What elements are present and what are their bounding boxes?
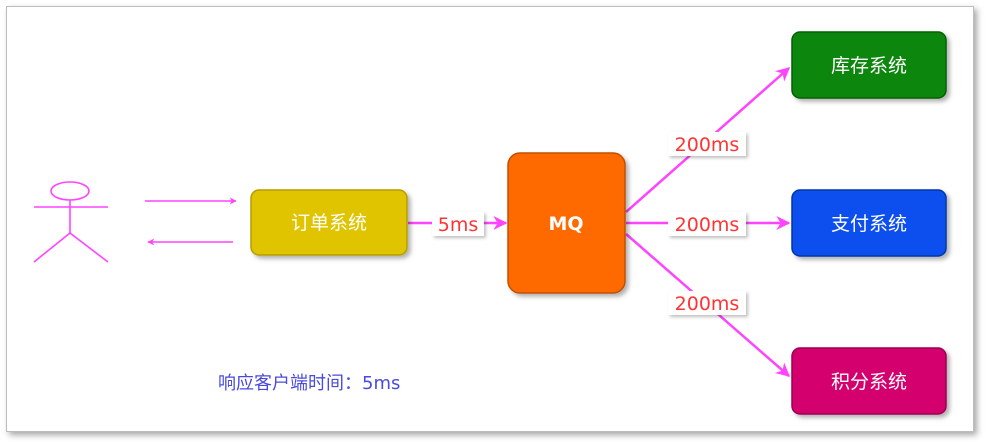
inventory-system-label: 库存系统 [831,55,907,77]
inventory-system-node: 库存系统 [791,31,947,99]
svg-text:200ms: 200ms [675,293,740,315]
svg-text:200ms: 200ms [675,214,740,236]
svg-text:200ms: 200ms [675,134,740,156]
payment-system-node: 支付系统 [791,189,947,257]
mq-label: MQ [548,213,583,235]
edge-label-order-to-mq: 5ms [432,212,484,236]
payment-system-label: 支付系统 [831,213,907,235]
edge-label-mq-to-inventory: 200ms [668,132,746,156]
edge-label-mq-to-points: 200ms [668,291,746,315]
mq-node: MQ [507,152,626,294]
svg-text:5ms: 5ms [438,214,479,236]
response-time-note: 响应客户端时间：5ms [218,373,400,394]
order-system-node: 订单系统 [250,189,408,256]
order-system-label: 订单系统 [291,212,367,234]
edge-label-mq-to-payment: 200ms [668,212,746,236]
points-system-node: 积分系统 [791,347,947,415]
user-actor-icon [33,181,109,263]
points-system-label: 积分系统 [831,371,907,393]
